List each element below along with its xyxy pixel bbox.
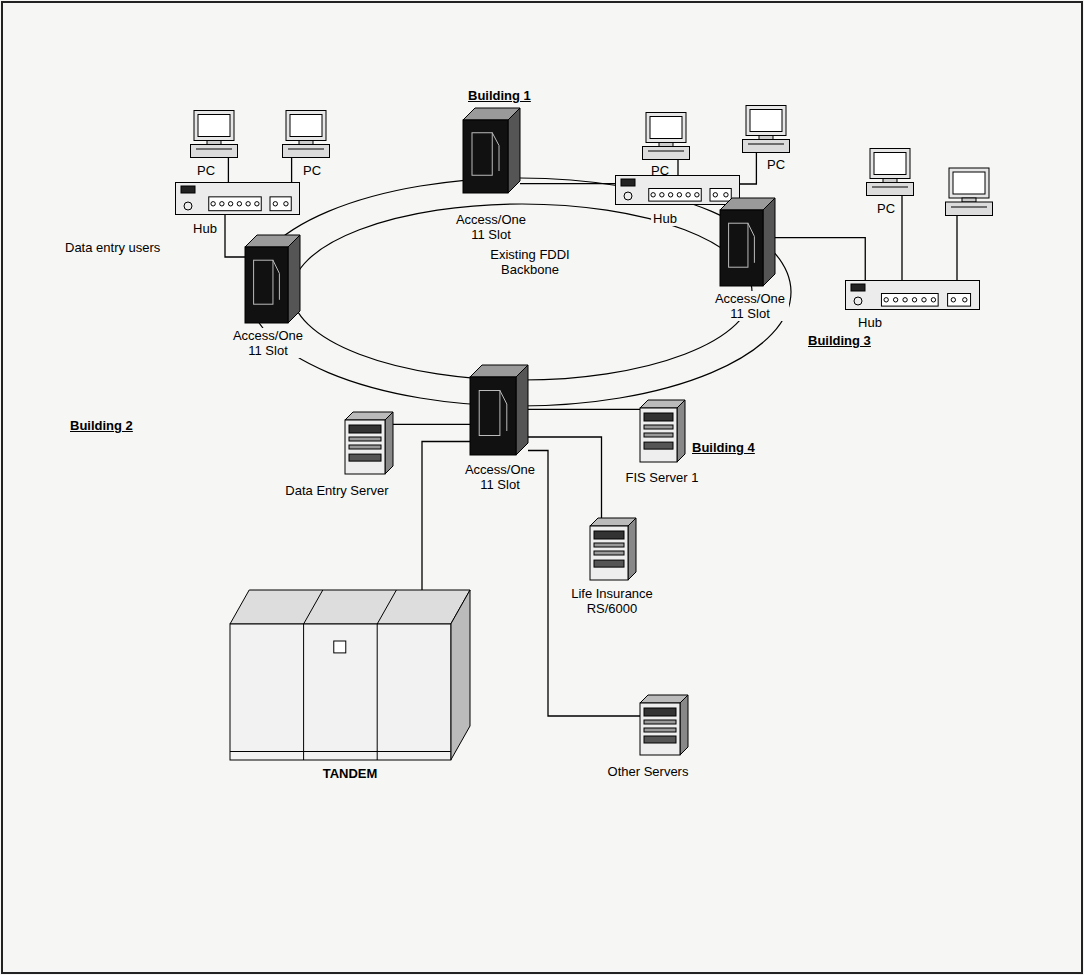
label-slot: Hub — [856, 313, 884, 331]
node-label: PC — [301, 163, 323, 178]
node-label: Access/One 11 Slot — [229, 328, 307, 358]
label-slot: Access/One 11 Slot — [461, 462, 539, 493]
network-link — [901, 196, 902, 280]
hub-device-art — [615, 175, 740, 205]
label-slot: Life Insurance RS/6000 — [562, 586, 662, 617]
mainframe-icon-art — [230, 590, 470, 760]
pc-icon: PC — [642, 112, 690, 160]
network-link — [775, 238, 865, 280]
server-icon-art — [590, 518, 636, 580]
server-icon: Other Servers — [640, 695, 688, 755]
access-switch-art — [470, 365, 528, 455]
access-switch: Access/One 11 Slot — [245, 235, 300, 323]
node-label: Life Insurance RS/6000 — [562, 586, 662, 616]
group-label: Data entry users — [65, 240, 160, 255]
server-icon-art — [640, 400, 685, 462]
access-switch-art — [463, 108, 520, 193]
server-icon: FIS Server 1 — [640, 400, 685, 462]
label-slot: Access/One 11 Slot — [229, 328, 307, 359]
node-label: Access/One 11 Slot — [461, 462, 539, 492]
pc-icon — [946, 168, 993, 280]
label-slot: PC — [765, 155, 787, 173]
pc-icon-art — [866, 148, 914, 196]
hub-device-art — [845, 280, 980, 310]
label-slot: TANDEM — [321, 764, 380, 782]
label-slot: PC — [875, 199, 897, 217]
node-label: Hub — [191, 221, 219, 236]
network-link — [528, 409, 640, 410]
node-label: Hub — [856, 315, 884, 330]
node-label: PC — [875, 201, 897, 216]
building-label: Building 2 — [70, 418, 133, 433]
network-link — [225, 215, 245, 257]
label-slot: PC — [195, 161, 217, 179]
node-label: Access/One 11 Slot — [452, 212, 530, 242]
network-link — [740, 153, 756, 184]
label-slot: Access/One 11 Slot — [452, 212, 530, 243]
building-label: Building 1 — [468, 88, 531, 103]
pc-icon-art — [190, 110, 238, 158]
hub-device-art — [175, 182, 300, 215]
pc-icon: PC — [742, 105, 790, 153]
label-slot: Data Entry Server — [283, 481, 390, 499]
network-link — [228, 158, 229, 182]
node-label: PC — [765, 157, 787, 172]
node-label: FIS Server 1 — [624, 470, 701, 485]
server-icon-art — [345, 412, 393, 474]
label-slot: Hub — [191, 219, 219, 237]
pc-icon: PC — [190, 110, 238, 158]
pc-icon-art — [642, 112, 690, 160]
node-label: TANDEM — [321, 766, 380, 781]
label-slot: Existing FDDI Backbone — [480, 247, 580, 278]
server-icon-art — [640, 695, 688, 755]
node-label: Existing FDDI Backbone — [480, 247, 580, 277]
hub-device: Hub — [175, 182, 300, 215]
label-slot: Hub — [651, 209, 679, 227]
pc-icon: PC — [282, 110, 330, 158]
access-switch-art — [720, 198, 775, 286]
access-switch: Access/One 11 Slot — [720, 198, 775, 286]
node-label: Data Entry Server — [283, 483, 390, 498]
label-slot: PC — [301, 161, 323, 179]
network-link — [528, 451, 640, 717]
server-icon: Life Insurance RS/6000 — [590, 518, 636, 580]
pc-icon-art — [742, 105, 790, 153]
label-slot: Other Servers — [606, 762, 691, 780]
label-slot: FIS Server 1 — [624, 468, 701, 486]
network-link — [393, 424, 470, 425]
network-link — [677, 160, 678, 175]
hub-device: Hub — [615, 175, 740, 205]
access-switch: Access/One 11 Slot — [463, 108, 520, 193]
node-label: Access/One 11 Slot — [711, 291, 789, 321]
hub-device: Hub — [845, 280, 980, 310]
pc-icon-art — [282, 110, 330, 158]
node-label: Other Servers — [606, 764, 691, 779]
pc-icon: PC — [866, 148, 914, 196]
mainframe-icon: TANDEM — [230, 590, 470, 760]
building-label: Building 4 — [692, 440, 755, 455]
network-link — [528, 437, 602, 518]
access-switch: Access/One 11 Slot — [470, 365, 528, 455]
network-link — [291, 158, 292, 182]
building-label: Building 3 — [808, 333, 871, 348]
server-icon: Data Entry Server — [345, 412, 393, 474]
node-label: Hub — [651, 211, 679, 226]
label-slot: Access/One 11 Slot — [711, 291, 789, 322]
node-label: PC — [195, 163, 217, 178]
access-switch-art — [245, 235, 300, 323]
